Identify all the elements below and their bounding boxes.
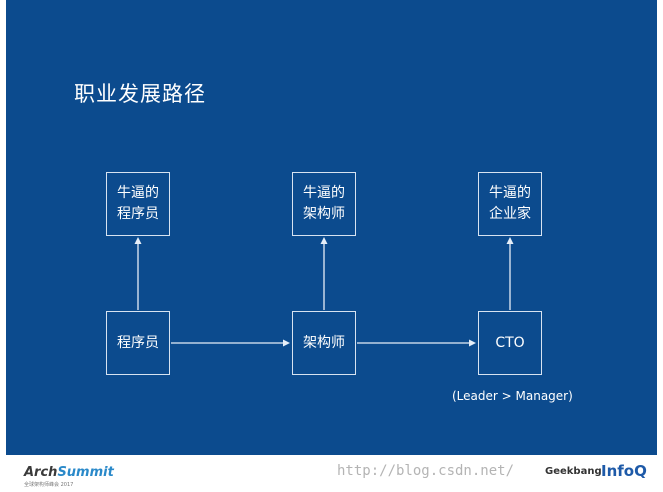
box-label: 架构师 (303, 334, 345, 351)
arrowhead-up (134, 237, 142, 244)
slide-background (6, 0, 657, 455)
box-label: CTO (495, 334, 525, 351)
archsummit-logo-subtitle: 全球架构师峰会 2017 (24, 482, 74, 488)
slide-title: 职业发展路径 (74, 82, 206, 106)
box-line: 企业家 (489, 206, 531, 222)
top-programmer-box: 牛逼的 程序员 (106, 172, 170, 236)
logo-text: Arch (24, 465, 58, 480)
box-line: 牛逼的 (303, 185, 345, 201)
box-line: 牛逼的 (117, 185, 159, 201)
arrowhead-right (469, 339, 476, 347)
footer-bar (0, 455, 663, 492)
csdn-watermark: http://blog.csdn.net/ (337, 463, 515, 479)
cto-box: CTO (478, 311, 542, 375)
box-line: 牛逼的 (489, 185, 531, 201)
box-label: 程序员 (117, 334, 159, 351)
architect-box: 架构师 (292, 311, 356, 375)
leader-manager-note: (Leader > Manager) (452, 389, 573, 403)
archsummit-logo: ArchSummit (24, 465, 114, 480)
top-architect-box: 牛逼的 架构师 (292, 172, 356, 236)
arrowhead-up (320, 237, 328, 244)
geekbang-logo: Geekbang (545, 466, 602, 477)
logo-text-highlight: Summit (57, 465, 114, 480)
infoq-logo: InfoQ (601, 462, 647, 480)
box-line: 架构师 (303, 206, 345, 222)
top-entrepreneur-box: 牛逼的 企业家 (478, 172, 542, 236)
programmer-box: 程序员 (106, 311, 170, 375)
arrowhead-right (283, 339, 290, 347)
arrowhead-up (506, 237, 514, 244)
box-line: 程序员 (117, 206, 159, 222)
